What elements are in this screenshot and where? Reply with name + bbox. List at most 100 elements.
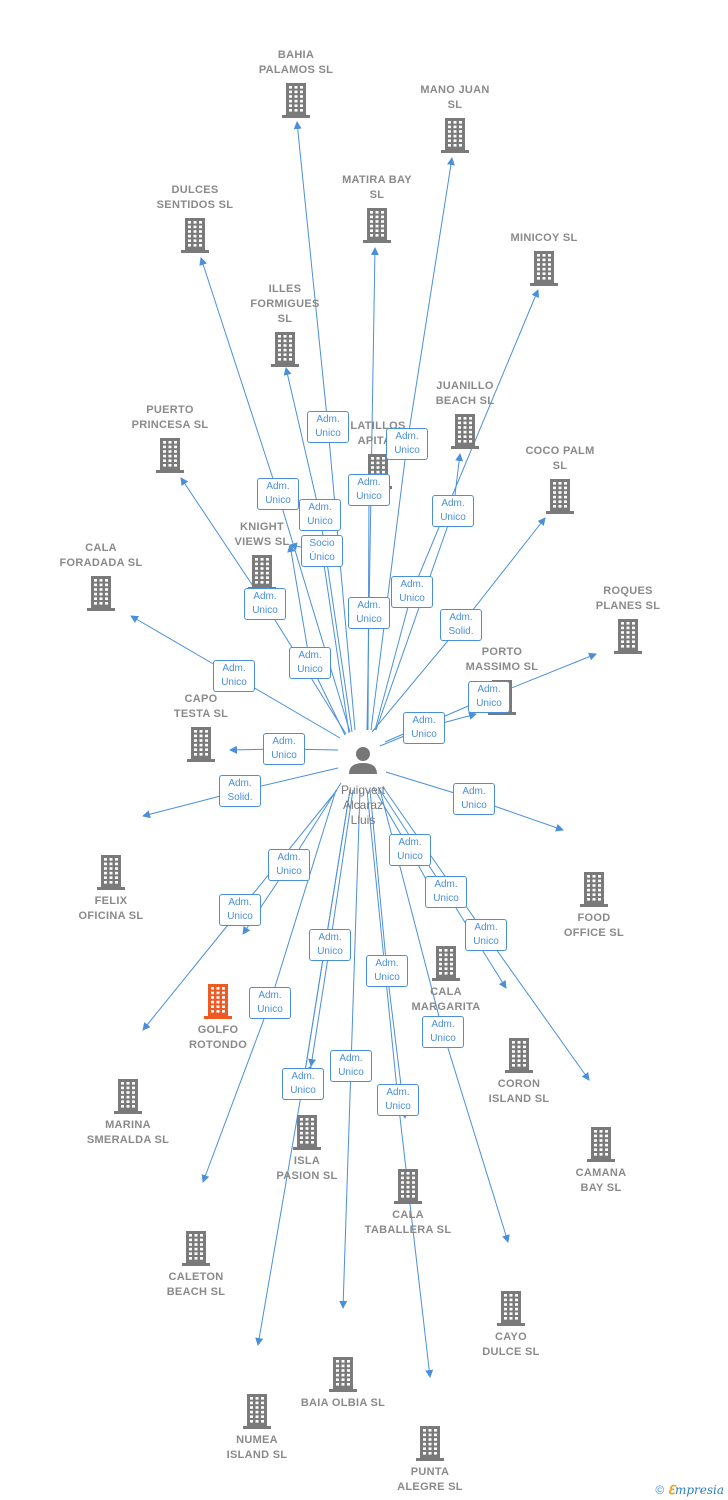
- company-name-line: CAMANA: [575, 1167, 627, 1179]
- relation-tag-line: Adm.: [308, 502, 332, 513]
- building-icon: [451, 414, 479, 449]
- company-name-line: GOLFO: [197, 1024, 239, 1036]
- company-name-line: ISLAND SL: [488, 1093, 550, 1105]
- relation-tag[interactable]: Adm.Unico: [348, 597, 390, 629]
- company-name-line: BEACH SL: [166, 1286, 226, 1298]
- relation-tag-line: Adm.: [339, 1053, 363, 1064]
- relation-tag[interactable]: Adm.Unico: [289, 647, 331, 679]
- relation-tag[interactable]: Adm.Unico: [282, 1068, 324, 1100]
- relation-tag[interactable]: Adm.Unico: [425, 876, 467, 908]
- relation-tag[interactable]: Adm.Unico: [348, 474, 390, 506]
- company-name-line: TABALLERA SL: [364, 1224, 452, 1236]
- relation-tag-line: Unico: [265, 495, 291, 506]
- relation-tag[interactable]: Adm.Unico: [386, 428, 428, 460]
- relation-tag[interactable]: Adm.Unico: [307, 411, 349, 443]
- relation-tag[interactable]: Adm.Unico: [268, 849, 310, 881]
- company-node-baia-olbia[interactable]: BAIA OLBIA SL: [283, 1356, 403, 1411]
- person-node[interactable]: Puigvert Alcaraz Lluis: [318, 744, 408, 828]
- company-name-line: MARINA: [105, 1119, 151, 1131]
- building-icon: [394, 1169, 422, 1204]
- relation-tag-line: Unico: [356, 614, 382, 625]
- company-name-line: FORADADA SL: [59, 557, 143, 569]
- relation-tag-line: Solid.: [227, 792, 253, 803]
- relation-tag[interactable]: Adm.Unico: [465, 919, 507, 951]
- company-name: BAIA OLBIA SL: [283, 1396, 403, 1411]
- relation-tag[interactable]: Adm.Unico: [377, 1084, 419, 1116]
- relation-tag[interactable]: Adm. Unico: [389, 834, 431, 866]
- relation-tag[interactable]: Adm.Unico: [213, 660, 255, 692]
- relation-tag[interactable]: Adm. Unico: [299, 499, 341, 531]
- relation-tag[interactable]: Adm.Solid.: [440, 609, 482, 641]
- company-name-line: PORTO: [481, 646, 523, 658]
- copyright-symbol: ©: [655, 1483, 665, 1497]
- relation-tag-line: Unico: [307, 516, 333, 527]
- company-name-line: ROQUES: [603, 585, 653, 597]
- relation-tag[interactable]: Adm. Unico: [330, 1050, 372, 1082]
- relation-tag[interactable]: Adm.Unico: [366, 955, 408, 987]
- building-icon: [282, 83, 310, 118]
- company-name-line: SL: [277, 313, 293, 325]
- relation-tag[interactable]: Adm.Unico: [263, 733, 305, 765]
- company-node-minicoy[interactable]: MINICOY SL: [484, 231, 604, 286]
- relation-tag[interactable]: Adm.Unico: [249, 987, 291, 1019]
- relation-tag[interactable]: Adm.Unico: [219, 894, 261, 926]
- relation-tag[interactable]: Adm.Unico: [453, 783, 495, 815]
- relation-tag-line: Unico: [397, 851, 423, 862]
- relation-tag[interactable]: Adm.Unico: [422, 1016, 464, 1048]
- relation-tag-line: Adm.: [398, 837, 422, 848]
- relation-tag[interactable]: Adm.Unico: [403, 712, 445, 744]
- relation-tag-line: Socio: [309, 538, 335, 549]
- relation-tag-line: Unico: [476, 698, 502, 709]
- brand-footer[interactable]: © ℇmpresia: [655, 1483, 724, 1497]
- company-name-line: KNIGHT: [240, 521, 284, 533]
- relation-tag[interactable]: Adm.Unico: [257, 478, 299, 510]
- relation-tag-line: Adm.: [272, 736, 296, 747]
- relation-tag-line: Unico: [338, 1067, 364, 1078]
- building-icon: [204, 984, 232, 1019]
- relation-tag[interactable]: Adm.Unico: [391, 576, 433, 608]
- relation-tag[interactable]: Adm.Unico: [309, 929, 351, 961]
- relation-tag-line: Unico: [394, 445, 420, 456]
- relation-tag[interactable]: Adm.Unico: [468, 681, 510, 713]
- person-name: Puigvert Alcaraz Lluis: [318, 783, 408, 828]
- relation-tag-line: Unico: [399, 593, 425, 604]
- company-name-line: CAYO: [495, 1331, 527, 1343]
- relation-tag[interactable]: Adm.Unico: [432, 495, 474, 527]
- relation-tag[interactable]: Adm.Unico: [244, 588, 286, 620]
- relation-tag-line: Unico: [473, 936, 499, 947]
- building-icon: [187, 727, 215, 762]
- building-icon: [416, 1426, 444, 1461]
- relation-tag[interactable]: Adm.Solid.: [219, 775, 261, 807]
